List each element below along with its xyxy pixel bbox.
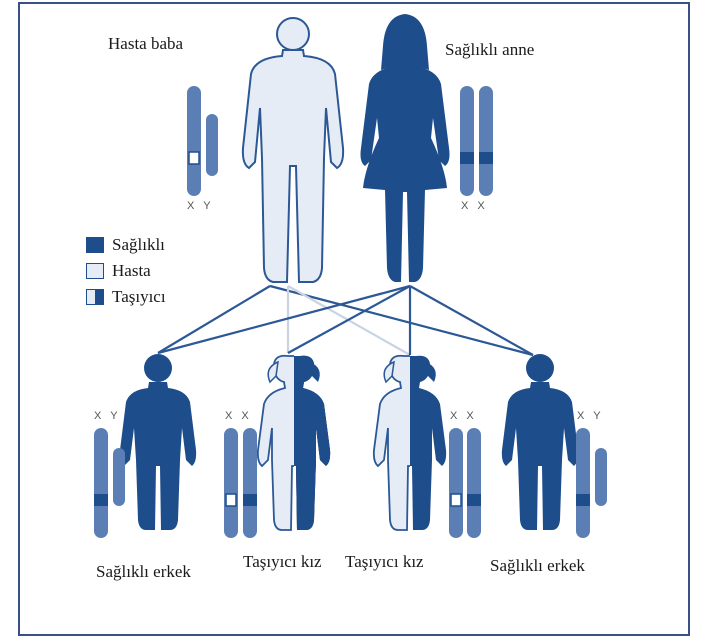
mother-chromosomes	[460, 86, 493, 196]
son-1-label: Sağlıklı erkek	[96, 562, 191, 582]
mother-chromosome-label: X X	[461, 200, 488, 212]
father-figure	[243, 18, 343, 282]
son-2-label: Sağlıklı erkek	[490, 556, 585, 576]
legend-affected-label: Hasta	[112, 261, 151, 281]
daughter-2-chromosome-label: X X	[450, 410, 477, 422]
daughter-1-label: Taşıyıcı kız	[243, 552, 322, 572]
father-chromosome-label: X Y	[187, 200, 214, 212]
daughter-1-figure	[258, 356, 330, 530]
mother-label: Sağlıklı anne	[445, 40, 534, 60]
healthy-swatch	[86, 237, 104, 253]
legend-item-affected: Hasta	[86, 258, 166, 284]
son-2-chromosomes	[576, 428, 607, 538]
affected-swatch	[86, 263, 104, 279]
father-chromosomes	[187, 86, 218, 196]
son-1-chromosomes	[94, 428, 125, 538]
legend-item-carrier: Taşıyıcı	[86, 284, 166, 310]
legend-carrier-label: Taşıyıcı	[112, 287, 166, 307]
legend-item-healthy: Sağlıklı	[86, 232, 166, 258]
daughter-2-figure	[374, 356, 446, 530]
legend-healthy-label: Sağlıklı	[112, 235, 165, 255]
daughter-2-chromosomes	[449, 428, 481, 538]
daughter-1-chromosome-label: X X	[225, 410, 252, 422]
son-1-chromosome-label: X Y	[94, 410, 121, 422]
mother-figure	[361, 14, 450, 282]
son-2-figure	[502, 354, 578, 530]
son-2-chromosome-label: X Y	[577, 410, 604, 422]
inheritance-lines	[158, 286, 533, 355]
father-label: Hasta baba	[108, 34, 183, 54]
carrier-swatch	[86, 289, 104, 305]
legend: Sağlıklı Hasta Taşıyıcı	[86, 232, 166, 310]
daughter-2-label: Taşıyıcı kız	[345, 552, 424, 572]
son-1-figure	[120, 354, 196, 530]
daughter-1-chromosomes	[224, 428, 257, 538]
